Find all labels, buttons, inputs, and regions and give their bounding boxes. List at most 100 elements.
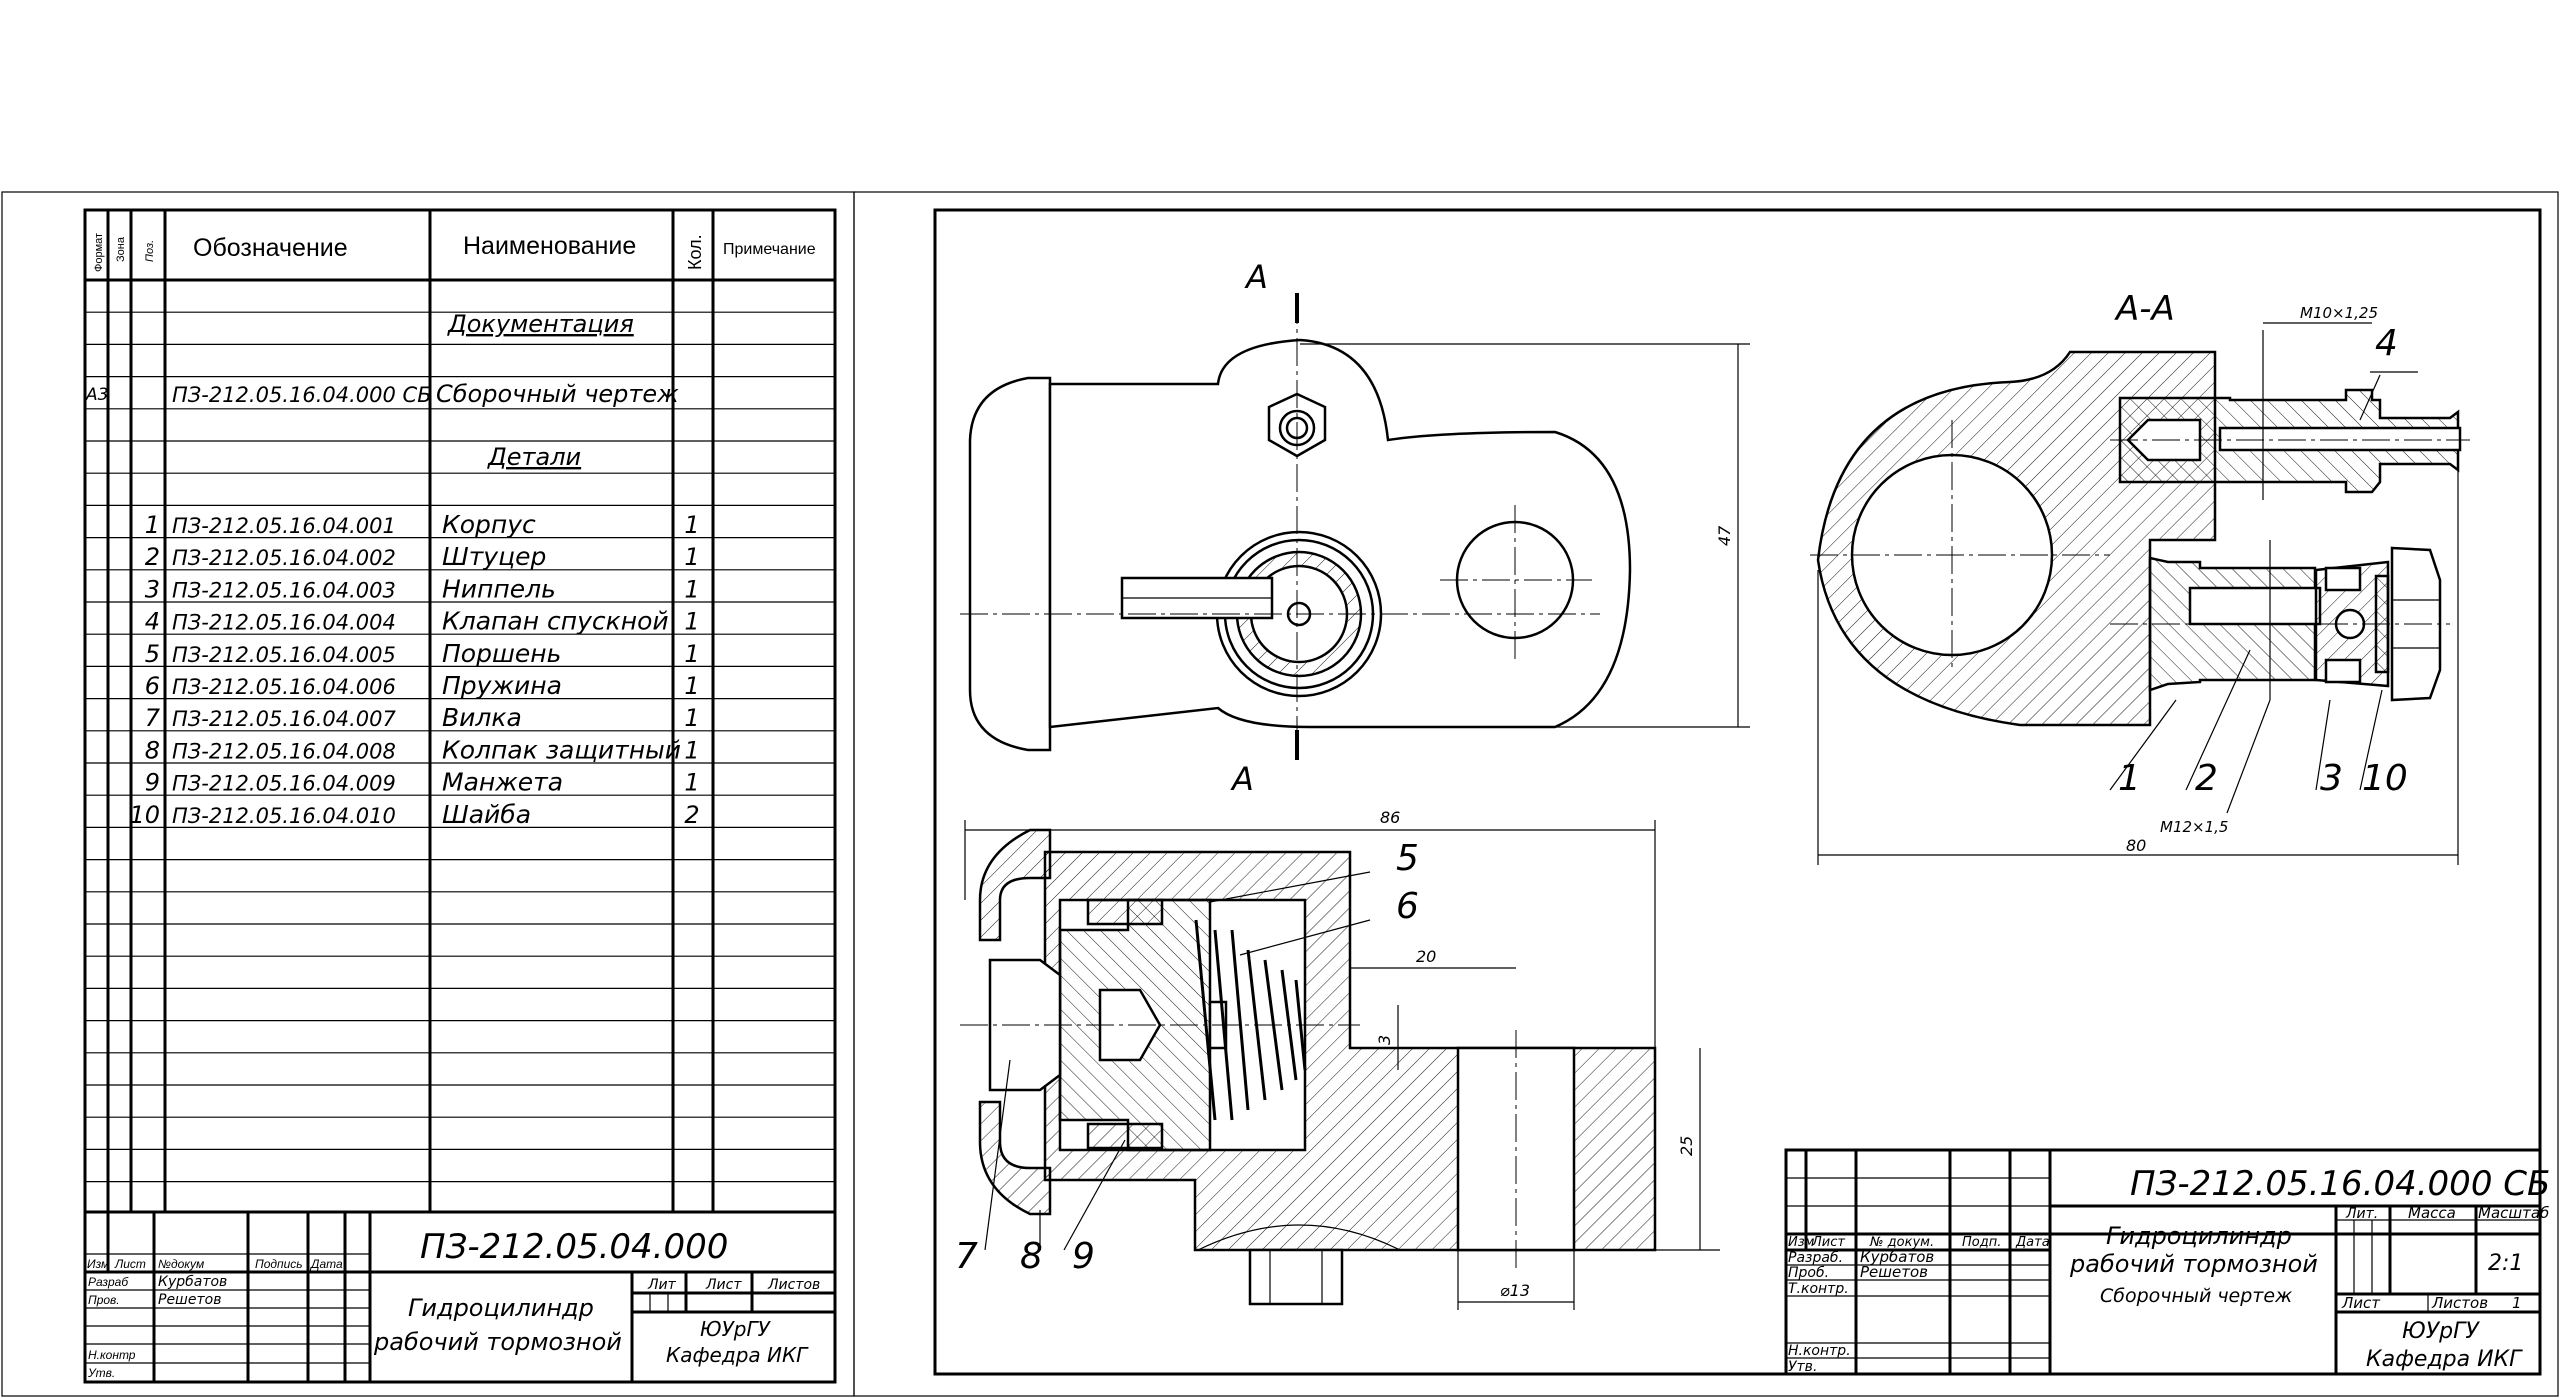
dim-d13: ⌀13 — [1500, 1281, 1530, 1300]
front-view-cap — [968, 376, 1052, 752]
spec-tb-title-line1: Гидроцилиндр — [408, 1294, 594, 1322]
spec-row-name: Ниппель — [442, 574, 556, 603]
spec-row-qty: 1 — [684, 769, 699, 797]
header-zone: Зона — [115, 236, 127, 262]
dtb-list: Лист — [2341, 1294, 2381, 1312]
dtb-nkontr-label: Н.контр. — [1788, 1343, 1851, 1359]
spec-tb-list: Лист — [705, 1277, 742, 1293]
dtb-razrab-label: Разраб. — [1788, 1250, 1843, 1266]
dtb-listov-value: 1 — [2512, 1294, 2522, 1312]
doc-name: Сборочный чертеж — [436, 380, 679, 408]
leader-7: 7 — [955, 1236, 978, 1277]
spec-tb-prov-label: Пров. — [88, 1293, 120, 1307]
dtb-designation: ПЗ-212.05.16.04.000 СБ — [2130, 1164, 2550, 1204]
leader-3: 3 — [2320, 758, 2343, 799]
spec-row-name: Поршень — [442, 639, 561, 668]
section-mark-bottom: А — [1230, 760, 1254, 798]
spec-row-pos: 9 — [145, 769, 160, 797]
spec-row-qty: 1 — [684, 608, 699, 636]
spec-tb-nkontr-label: Н.контр — [88, 1348, 136, 1362]
spec-tb-col-data: Дата — [309, 1257, 343, 1271]
dtb-col-ndokum: № докум. — [1869, 1235, 1934, 1250]
dtb-org2: Кафедра ИКГ — [2366, 1347, 2523, 1372]
spec-row-name: Корпус — [442, 510, 536, 539]
leader-5: 5 — [1396, 838, 1419, 879]
spec-row-pos: 4 — [145, 608, 160, 636]
dim-20: 20 — [1416, 947, 1436, 966]
leader-10: 10 — [2362, 758, 2408, 799]
spec-tb-razrab-label: Разраб — [88, 1275, 129, 1289]
spec-row-designation: ПЗ-212.05.16.04.003 — [172, 578, 396, 602]
spec-row-designation: ПЗ-212.05.16.04.004 — [172, 611, 396, 635]
drawing-frame — [933, 208, 2542, 1376]
leader-1: 1 — [2118, 758, 2141, 799]
leader-6: 6 — [1396, 886, 1419, 927]
dtb-org1: ЮУрГУ — [2402, 1319, 2480, 1344]
spec-row-qty: 2 — [684, 801, 699, 829]
dim-3: 3 — [1375, 1035, 1394, 1045]
spec-tb-col-list: Лист — [114, 1257, 146, 1271]
drawing-title-block: ПЗ-212.05.16.04.000 СБ Изм Лист № докум.… — [1784, 1148, 2550, 1376]
spec-tb-org1: ЮУрГУ — [700, 1317, 772, 1341]
spec-tb-listov: Листов — [767, 1277, 820, 1293]
dtb-masshtab: Масштаб — [2478, 1204, 2549, 1222]
spec-row-qty: 1 — [684, 704, 699, 732]
spec-row-qty: 1 — [684, 640, 699, 668]
spec-row-name: Вилка — [442, 703, 522, 732]
dim-86: 86 — [1380, 808, 1400, 827]
spec-row-designation: ПЗ-212.05.16.04.010 — [172, 804, 396, 828]
spec-row-designation: ПЗ-212.05.16.04.009 — [172, 772, 396, 796]
leader-8: 8 — [1020, 1236, 1043, 1277]
spec-tb-prov-name: Решетов — [158, 1292, 221, 1308]
doc-format: А3 — [85, 385, 108, 405]
spec-tb-utv-label: Утв. — [87, 1366, 115, 1380]
spec-row-qty: 1 — [684, 511, 699, 539]
spec-row-pos: 3 — [145, 575, 160, 603]
section-a-a: А-А М10×1,25 М12×1,5 — [1810, 289, 2470, 865]
dim-47: 47 — [1715, 525, 1734, 546]
spec-row-qty: 1 — [684, 672, 699, 700]
dtb-utv-label: Утв. — [1788, 1359, 1817, 1375]
spec-tb-razrab-name: Курбатов — [158, 1274, 227, 1290]
section-mark-top: А — [1244, 258, 1268, 296]
dtb-prov-name: Решетов — [1860, 1263, 1928, 1281]
section-parts: Детали — [487, 443, 581, 471]
dtb-title-line2: рабочий тормозной — [2069, 1250, 2318, 1278]
spec-tb-designation: ПЗ-212.05.04.000 — [420, 1227, 728, 1267]
spec-row-name: Штуцер — [442, 542, 546, 571]
spec-row-designation: ПЗ-212.05.16.04.001 — [172, 514, 396, 538]
doc-designation: ПЗ-212.05.16.04.000 СБ — [172, 383, 432, 407]
header-pos: Поз. — [144, 240, 156, 262]
spec-row-pos: 1 — [145, 511, 160, 539]
spec-row-name: Клапан спускной — [442, 607, 669, 636]
header-designation: Обозначение — [193, 234, 348, 262]
spec-tb-col-ndokum: №докум — [158, 1257, 204, 1271]
dtb-razrab-name: Курбатов — [1860, 1248, 1934, 1266]
spec-row-designation: ПЗ-212.05.16.04.006 — [172, 675, 396, 699]
spec-row-name: Шайба — [442, 800, 531, 829]
dtb-massa: Масса — [2408, 1204, 2456, 1222]
dtb-subtitle: Сборочный чертеж — [2100, 1285, 2292, 1307]
dtb-listov: Листов — [2431, 1294, 2488, 1312]
dtb-prov-label: Проб. — [1788, 1265, 1829, 1281]
dtb-col-podp: Подп. — [1962, 1235, 2001, 1250]
leader-4: 4 — [2375, 323, 2398, 364]
spec-frame — [83, 208, 837, 1384]
spec-row-pos: 7 — [145, 704, 161, 732]
spec-row-designation: ПЗ-212.05.16.04.008 — [172, 739, 396, 763]
dtb-col-data: Дата — [2015, 1235, 2050, 1250]
section-documentation: Документация — [447, 310, 634, 338]
spec-tb-title-line2: рабочий тормозной — [373, 1328, 622, 1356]
front-view: А А 47 — [960, 258, 1750, 798]
section-title: А-А — [2114, 289, 2175, 329]
thread-top-label: М10×1,25 — [2300, 304, 2378, 322]
dtb-tkontr-label: Т.контр. — [1788, 1281, 1849, 1297]
header-note: Примечание — [723, 241, 816, 258]
spec-row-pos: 5 — [145, 640, 160, 668]
drawing-sheet-border — [853, 191, 2559, 1397]
spec-tb-org2: Кафедра ИКГ — [666, 1343, 809, 1367]
spec-row-pos: 10 — [129, 801, 160, 829]
spec-row-pos: 6 — [145, 672, 160, 700]
dtb-scale-value: 2:1 — [2488, 1251, 2523, 1276]
